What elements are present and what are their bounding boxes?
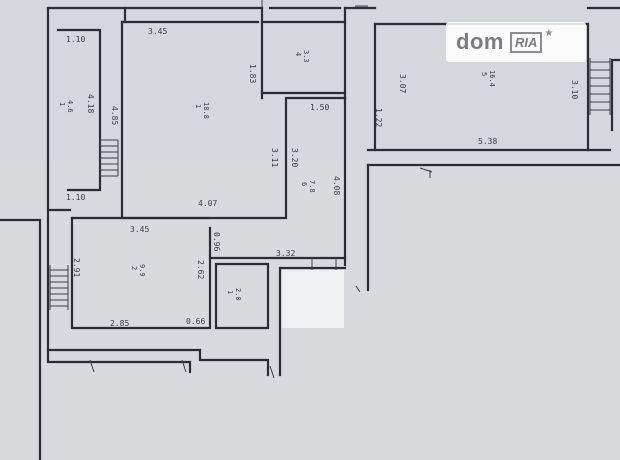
dim-3-20: 3.20 <box>290 148 299 167</box>
dim-4-18: 4.18 <box>86 94 95 113</box>
dim-3-45-bottom: 3.45 <box>130 225 149 234</box>
dim-3-11: 3.11 <box>270 148 279 167</box>
dim-4-08: 4.08 <box>332 176 341 195</box>
dim-1-50: 1.50 <box>310 103 329 112</box>
dim-3-45-top: 3.45 <box>148 27 167 36</box>
dom-ria-watermark: dom RIA ★ <box>446 22 586 62</box>
room-area: 9.9 <box>138 264 146 277</box>
room-number: 4 <box>294 52 302 56</box>
room-label-main-room: 1 18.8 <box>194 102 210 119</box>
light-patch <box>282 270 344 328</box>
dim-1-83: 1.83 <box>248 64 257 83</box>
dim-3-10: 3.10 <box>570 80 579 99</box>
room-label-left-corridor: 1 4.6 <box>58 100 74 113</box>
room-label-bathroom: 1 2.0 <box>226 288 242 301</box>
walls <box>0 6 620 460</box>
room-area: 7.8 <box>308 180 316 193</box>
room-label-bottom-left-room: 2 9.9 <box>130 264 146 277</box>
room-number: 2 <box>130 266 138 270</box>
room-label-hall: 6 7.8 <box>300 180 316 193</box>
watermark-badge: RIA <box>509 31 543 53</box>
room-number: 5 <box>480 72 488 76</box>
room-area: 16.4 <box>488 70 496 87</box>
dim-1-10-top: 1.10 <box>66 35 85 44</box>
stair-hatching-left <box>99 139 119 177</box>
room-area: 18.8 <box>202 102 210 119</box>
dim-4-07: 4.07 <box>198 199 217 208</box>
room-number: 1 <box>226 290 234 294</box>
room-number: 6 <box>300 182 308 186</box>
room-area: 3.3 <box>302 50 310 63</box>
room-area: 4.6 <box>66 100 74 113</box>
dim-4-85: 4.85 <box>110 106 119 125</box>
star-icon: ★ <box>544 27 554 39</box>
dim-1-22: 1.22 <box>374 108 383 127</box>
stair-hatching-right <box>589 58 611 115</box>
dim-0-96: 0.96 <box>212 232 221 251</box>
room-label-small-room: 4 3.3 <box>294 50 310 63</box>
dim-3-07: 3.07 <box>398 74 407 93</box>
dim-5-38: 5.38 <box>478 137 497 146</box>
room-number: 1 <box>194 104 202 108</box>
stair-hatching-bottom-left <box>49 265 69 310</box>
room-area: 2.0 <box>234 288 242 301</box>
dim-0-66: 0.66 <box>186 317 205 326</box>
dim-2-85: 2.85 <box>110 319 129 328</box>
room-label-right-room: 5 16.4 <box>480 70 496 87</box>
room-number: 1 <box>58 102 66 106</box>
dim-3-32: 3.32 <box>276 249 295 258</box>
dim-2-91: 2.91 <box>72 258 81 277</box>
dimension-ticks <box>89 0 433 379</box>
dim-1-10-bottom: 1.10 <box>66 193 85 202</box>
watermark-brand: dom <box>456 29 504 54</box>
dim-2-62: 2.62 <box>196 260 205 279</box>
